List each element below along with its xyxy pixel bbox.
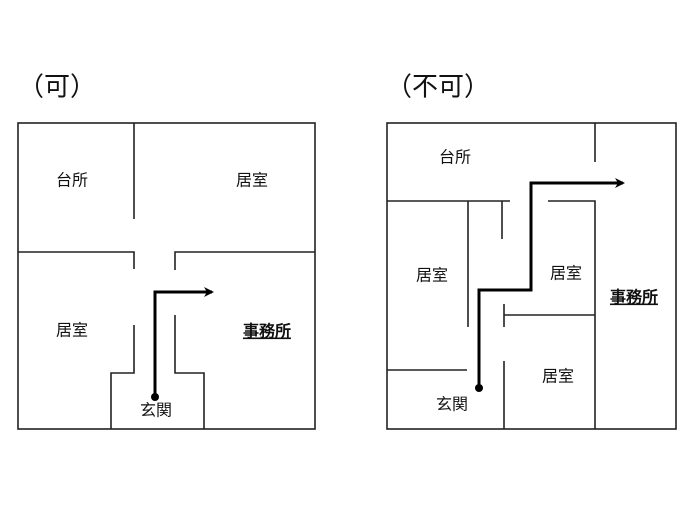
outer-wall [386, 122, 677, 430]
left-plan-title: （可） [18, 73, 96, 103]
outer-wall [17, 122, 316, 430]
room-entrance: 玄関 [436, 395, 468, 414]
route-arrow [477, 178, 625, 388]
start-dot [151, 393, 159, 401]
room-living: 居室 [416, 266, 448, 285]
route-arrow [153, 287, 214, 397]
room-kitchen: 台所 [439, 148, 471, 167]
left-plan: （可） 台所 居室 居室 事務所 玄関 [17, 73, 316, 430]
room-living: 居室 [550, 264, 582, 283]
interior-walls [387, 123, 596, 429]
room-office: 事務所 [243, 322, 291, 341]
start-dot [475, 384, 483, 392]
right-plan-title: （不可） [386, 73, 490, 103]
room-entrance: 玄関 [140, 401, 172, 420]
room-office: 事務所 [610, 288, 658, 307]
room-living: 居室 [56, 321, 88, 340]
interior-walls [18, 123, 315, 429]
room-living: 居室 [236, 171, 268, 190]
room-kitchen: 台所 [56, 171, 88, 190]
room-living: 居室 [542, 367, 574, 386]
right-plan: （不可） 台所 居室 居室 事務所 居室 玄関 [386, 73, 677, 430]
